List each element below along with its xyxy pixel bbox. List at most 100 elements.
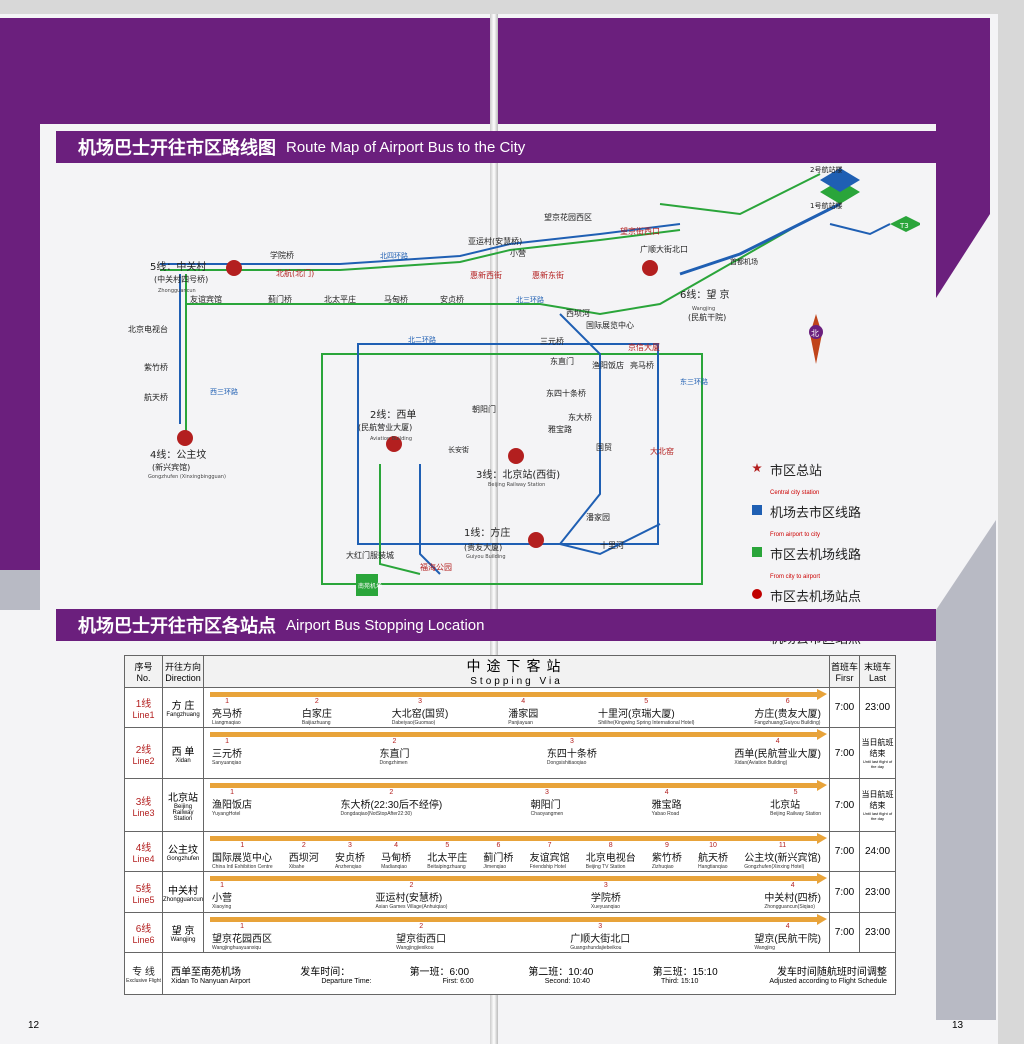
line4-sub: (新兴宾馆) xyxy=(152,462,190,472)
line2-terminus-marker xyxy=(386,436,402,452)
map-nanyuan: 南苑机场 xyxy=(358,582,382,590)
map-huixinxijie: 惠新西街 xyxy=(470,270,502,280)
map-jingxin: 京信大厦 xyxy=(628,342,660,352)
map-yuyang: 渔阳饭店 xyxy=(592,360,624,370)
map-beitaipingzhuang: 北太平庄 xyxy=(324,294,356,304)
map-yabaolu: 雅宝路 xyxy=(548,424,572,434)
map-youyi: 友谊宾馆 xyxy=(190,294,222,304)
map-beisanhuan: 北三环路 xyxy=(516,295,544,304)
line5-return xyxy=(160,229,681,271)
map-wangjinghuayuan: 望京花园西区 xyxy=(544,212,592,222)
map-sanyuanqiao: 三元桥 xyxy=(540,336,564,346)
special-note-en: Adjusted according to Flight Schedule xyxy=(769,977,887,985)
map-beierhuan: 北二环路 xyxy=(408,335,436,344)
special-route: 西单至南苑机场 xyxy=(171,966,241,978)
line5-en: Zhongguancun xyxy=(158,288,196,294)
legend-star-icon xyxy=(752,463,762,473)
route-arrow-icon xyxy=(210,729,827,741)
legend-bar-icon xyxy=(752,505,762,515)
ring-blue xyxy=(357,343,659,545)
legend-label-en: From city to airport xyxy=(770,574,821,580)
map-fuhai: 福海公园 xyxy=(420,562,452,572)
map-xiaoying: 小营 xyxy=(510,248,526,258)
legend-label-en: From airport to city xyxy=(770,532,821,538)
line1-en: Guiyou Building xyxy=(466,554,506,560)
first-bus-time: 7:00 xyxy=(829,831,860,873)
route-arrow-icon xyxy=(210,689,827,700)
terminal-3-marker xyxy=(890,216,920,232)
line1-label: 1线：方庄 xyxy=(464,526,510,539)
page-number-left: 12 xyxy=(28,1020,40,1031)
grey-right-band xyxy=(936,520,996,1020)
terminal-2-marker xyxy=(820,168,860,192)
map-madianqiao: 马甸桥 xyxy=(384,294,408,304)
legend-label: 市区去机场站点 xyxy=(770,590,862,605)
route-map-title-zh: 机场巴士开往市区路线图 xyxy=(78,138,276,159)
map-yayuncun: 亚运村(安慧桥) xyxy=(468,236,522,246)
special-second: 第二班：10:40 xyxy=(528,966,594,978)
line1-terminus-marker xyxy=(528,532,544,548)
last-bus-time: 23:00 xyxy=(859,871,896,913)
map-shilihe: 十里河 xyxy=(600,540,624,550)
map-guangshun: 广顺大街北口 xyxy=(640,244,688,254)
map-changan: 长安街 xyxy=(448,445,469,454)
route-map: T3 2号航站楼 1号航站楼 北 5线：中关村 (中关村四号桥) Zhonggu… xyxy=(128,165,920,596)
map-xibahe: 西坝河 xyxy=(566,308,590,318)
route-arrow-icon xyxy=(210,913,827,925)
map-huixindongjie: 惠新东街 xyxy=(532,270,564,280)
line4-label: 4线：公主坟 xyxy=(150,448,206,461)
legend-label: 市区去机场线路 xyxy=(770,548,862,563)
special-route-en: Xidan To Nanyuan Airport xyxy=(171,977,251,985)
legend-label: 市区总站 xyxy=(770,464,823,479)
north-label: 北 xyxy=(811,329,819,338)
legend-bar-icon xyxy=(752,547,762,557)
route-arrow-icon xyxy=(210,780,827,792)
map-chaoyangmen: 朝阳门 xyxy=(472,404,496,414)
map-dabeiyao: 大北窑 xyxy=(650,446,674,456)
purple-left-band xyxy=(0,18,40,578)
line4-terminus-marker xyxy=(177,430,193,446)
line5-label: 5线：中关村 xyxy=(150,260,206,273)
line3-label: 3线：北京站(西街) xyxy=(476,468,560,481)
